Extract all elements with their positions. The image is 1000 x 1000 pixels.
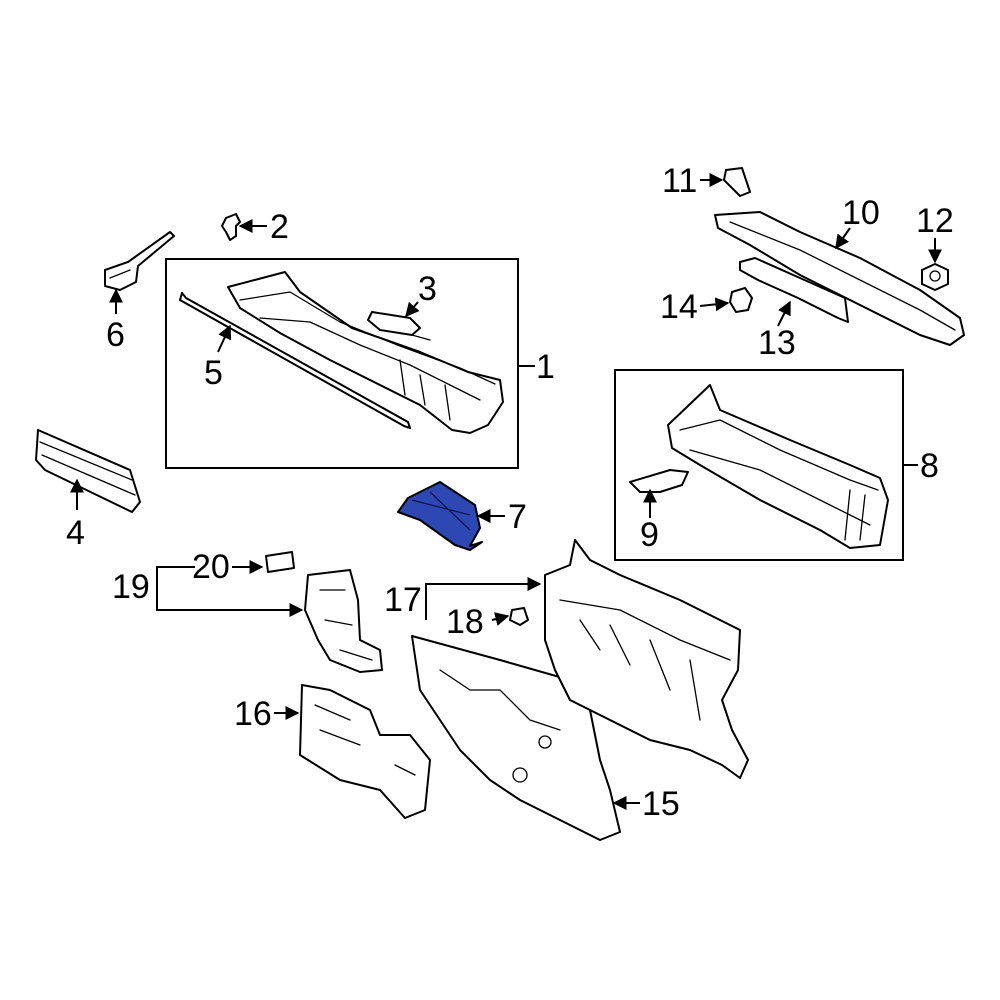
callout-labels: 1 2 3 4 5 6 7 8 9 10 11 12 13 14 15 16 1… <box>66 162 954 823</box>
callout-10: 10 <box>842 194 880 232</box>
part-16-insulator[interactable] <box>299 684 431 819</box>
callout-5: 5 <box>204 354 223 392</box>
part-20-clip[interactable] <box>265 551 295 573</box>
part-3-bracket[interactable] <box>367 311 431 341</box>
callout-6: 6 <box>106 316 125 354</box>
callout-3: 3 <box>418 270 437 308</box>
part-13-bar[interactable] <box>739 257 849 323</box>
part-12-nut[interactable] <box>921 263 949 291</box>
part-2-clip[interactable] <box>221 213 241 241</box>
callout-11: 11 <box>662 162 697 200</box>
assembly-box-1 <box>165 258 519 469</box>
callout-4: 4 <box>66 514 85 552</box>
callout-16: 16 <box>234 695 272 733</box>
callout-12: 12 <box>916 202 954 240</box>
part-18-clip[interactable] <box>509 607 529 626</box>
callout-18: 18 <box>446 603 484 641</box>
part-10-panel[interactable] <box>714 211 965 346</box>
part-14-clip[interactable] <box>729 287 753 313</box>
callout-14: 14 <box>660 288 698 326</box>
part-9-bracket[interactable] <box>629 469 689 493</box>
callout-8: 8 <box>920 447 939 485</box>
part-19-bracket[interactable] <box>304 569 383 673</box>
callout-2: 2 <box>270 208 289 246</box>
part-5-weatherstrip[interactable] <box>179 292 411 429</box>
callout-13: 13 <box>758 324 796 362</box>
part-4-panel[interactable] <box>35 429 141 513</box>
callout-1: 1 <box>536 348 555 386</box>
part-11-bolt[interactable] <box>723 167 751 197</box>
part-8-cowl-assembly[interactable] <box>667 384 889 549</box>
part-6-bracket[interactable] <box>104 231 175 291</box>
part-1-cowl-panel[interactable] <box>227 271 504 434</box>
leader-lines <box>70 173 942 810</box>
callout-20: 20 <box>192 548 230 586</box>
callout-9: 9 <box>640 516 659 554</box>
part-17-dash-panel[interactable] <box>544 539 749 779</box>
callout-15: 15 <box>642 785 680 823</box>
callout-7: 7 <box>508 498 527 536</box>
callout-19: 19 <box>112 568 150 606</box>
callout-17: 17 <box>384 581 422 619</box>
part-7-bracket-highlighted[interactable] <box>397 481 483 551</box>
